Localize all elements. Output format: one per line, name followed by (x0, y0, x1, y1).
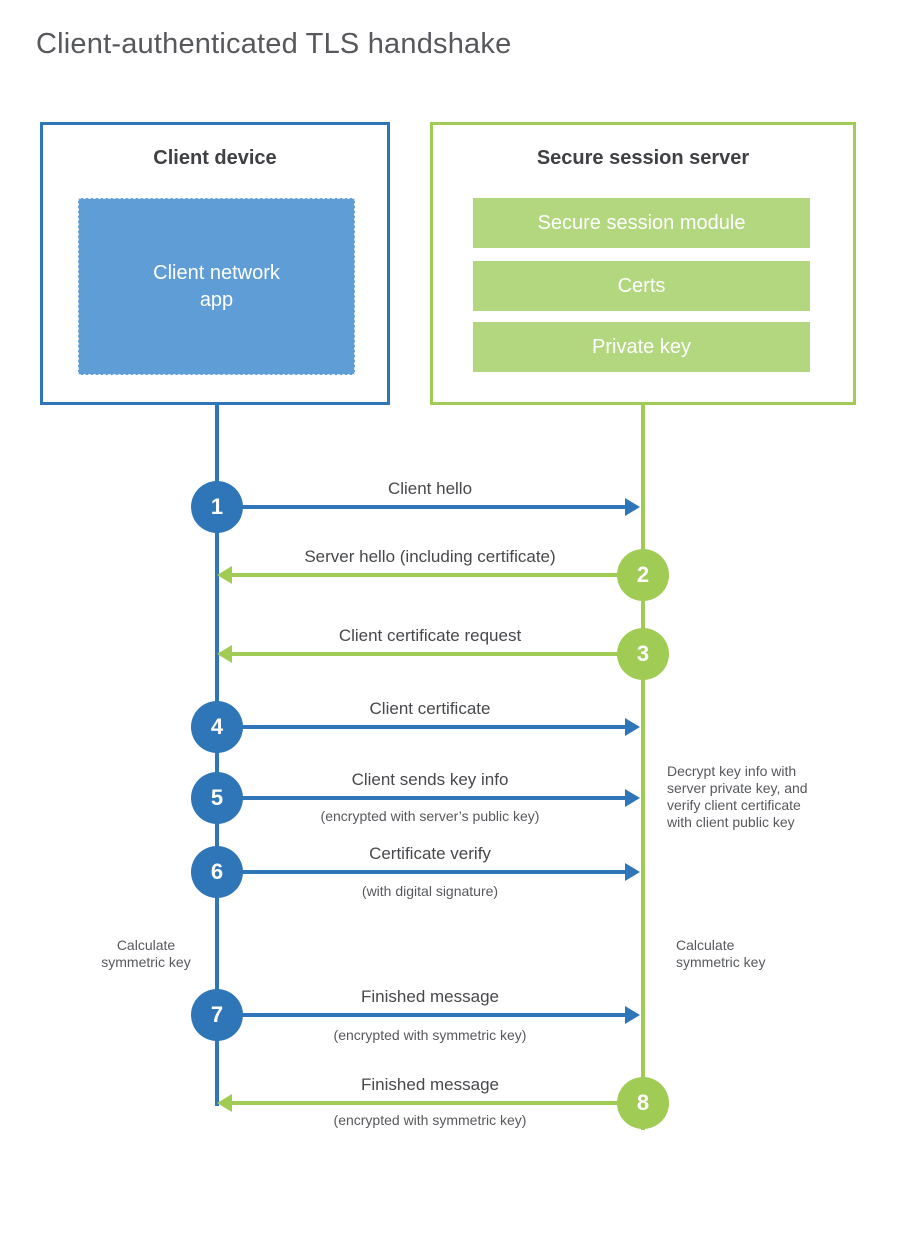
step-1-arrowhead-right-icon (625, 498, 640, 516)
step-4-arrowhead-right-icon (625, 718, 640, 736)
step-4-arrow-line (219, 725, 626, 729)
step-5-arrow-line (219, 796, 626, 800)
step-2-circle: 2 (617, 549, 669, 601)
step-8-arrowhead-left-icon (217, 1094, 232, 1112)
step-2-arrow-line (230, 573, 643, 577)
step-4-circle: 4 (191, 701, 243, 753)
step-1-circle: 1 (191, 481, 243, 533)
note-calc-symmetric-key-client: Calculate symmetric key (101, 937, 191, 970)
step-5-label: Client sends key info (351, 770, 509, 789)
step-1-arrow-line (219, 505, 626, 509)
step-6-label: Certificate verify (369, 844, 491, 863)
server-module-certs: Certs (473, 261, 810, 311)
step-3-arrow-line (230, 652, 643, 656)
step-3-arrowhead-left-icon (217, 645, 232, 663)
step-8-arrow-line (230, 1101, 643, 1105)
step-4-label: Client certificate (369, 699, 491, 718)
step-3-number: 3 (636, 641, 650, 666)
step-8-sublabel: (encrypted with symmetric key) (333, 1112, 527, 1128)
step-6-arrow-line (219, 870, 626, 874)
step-1-number: 1 (210, 494, 224, 519)
step-6-sublabel: (with digital signature) (361, 883, 499, 899)
client-lifeline (215, 403, 219, 1106)
client-network-app-label: Client network app (153, 261, 280, 311)
step-3-label: Client certificate request (338, 626, 522, 645)
step-7-number: 7 (210, 1002, 224, 1027)
step-7-sublabel: (encrypted with symmetric key) (333, 1027, 527, 1043)
step-2-number: 2 (636, 562, 650, 587)
step-6-arrowhead-right-icon (625, 863, 640, 881)
client-network-app-box: Client network app (78, 198, 355, 375)
step-8-circle: 8 (617, 1077, 669, 1129)
step-7-arrow-line (219, 1013, 626, 1017)
step-8-number: 8 (636, 1090, 650, 1115)
step-5-sublabel: (encrypted with server’s public key) (320, 808, 540, 824)
server-title: Secure session server (536, 147, 750, 169)
step-6-number: 6 (210, 859, 224, 884)
client-device-box: Client device Client network app (40, 122, 390, 405)
step-7-arrowhead-right-icon (625, 1006, 640, 1024)
server-module-private-key: Private key (473, 322, 810, 372)
server-lifeline (641, 403, 645, 1130)
step-5-arrowhead-right-icon (625, 789, 640, 807)
step-7-circle: 7 (191, 989, 243, 1041)
step-1-label: Client hello (387, 479, 473, 498)
client-device-title: Client device (153, 147, 277, 169)
step-8-label: Finished message (361, 1075, 499, 1094)
note-calc-symmetric-key-server: Calculate symmetric key (676, 937, 766, 970)
step-5-circle: 5 (191, 772, 243, 824)
step-5-number: 5 (210, 785, 224, 810)
step-7-label: Finished message (361, 987, 499, 1006)
note-decrypt-key-info: Decrypt key info with server private key… (667, 763, 808, 830)
step-2-label: Server hello (including certificate) (304, 547, 556, 566)
step-3-circle: 3 (617, 628, 669, 680)
page-title: Client-authenticated TLS handshake (36, 28, 512, 60)
step-6-circle: 6 (191, 846, 243, 898)
server-module-secure-session: Secure session module (473, 198, 810, 248)
step-2-arrowhead-left-icon (217, 566, 232, 584)
step-4-number: 4 (210, 714, 224, 739)
server-box: Secure session server Secure session mod… (430, 122, 856, 405)
